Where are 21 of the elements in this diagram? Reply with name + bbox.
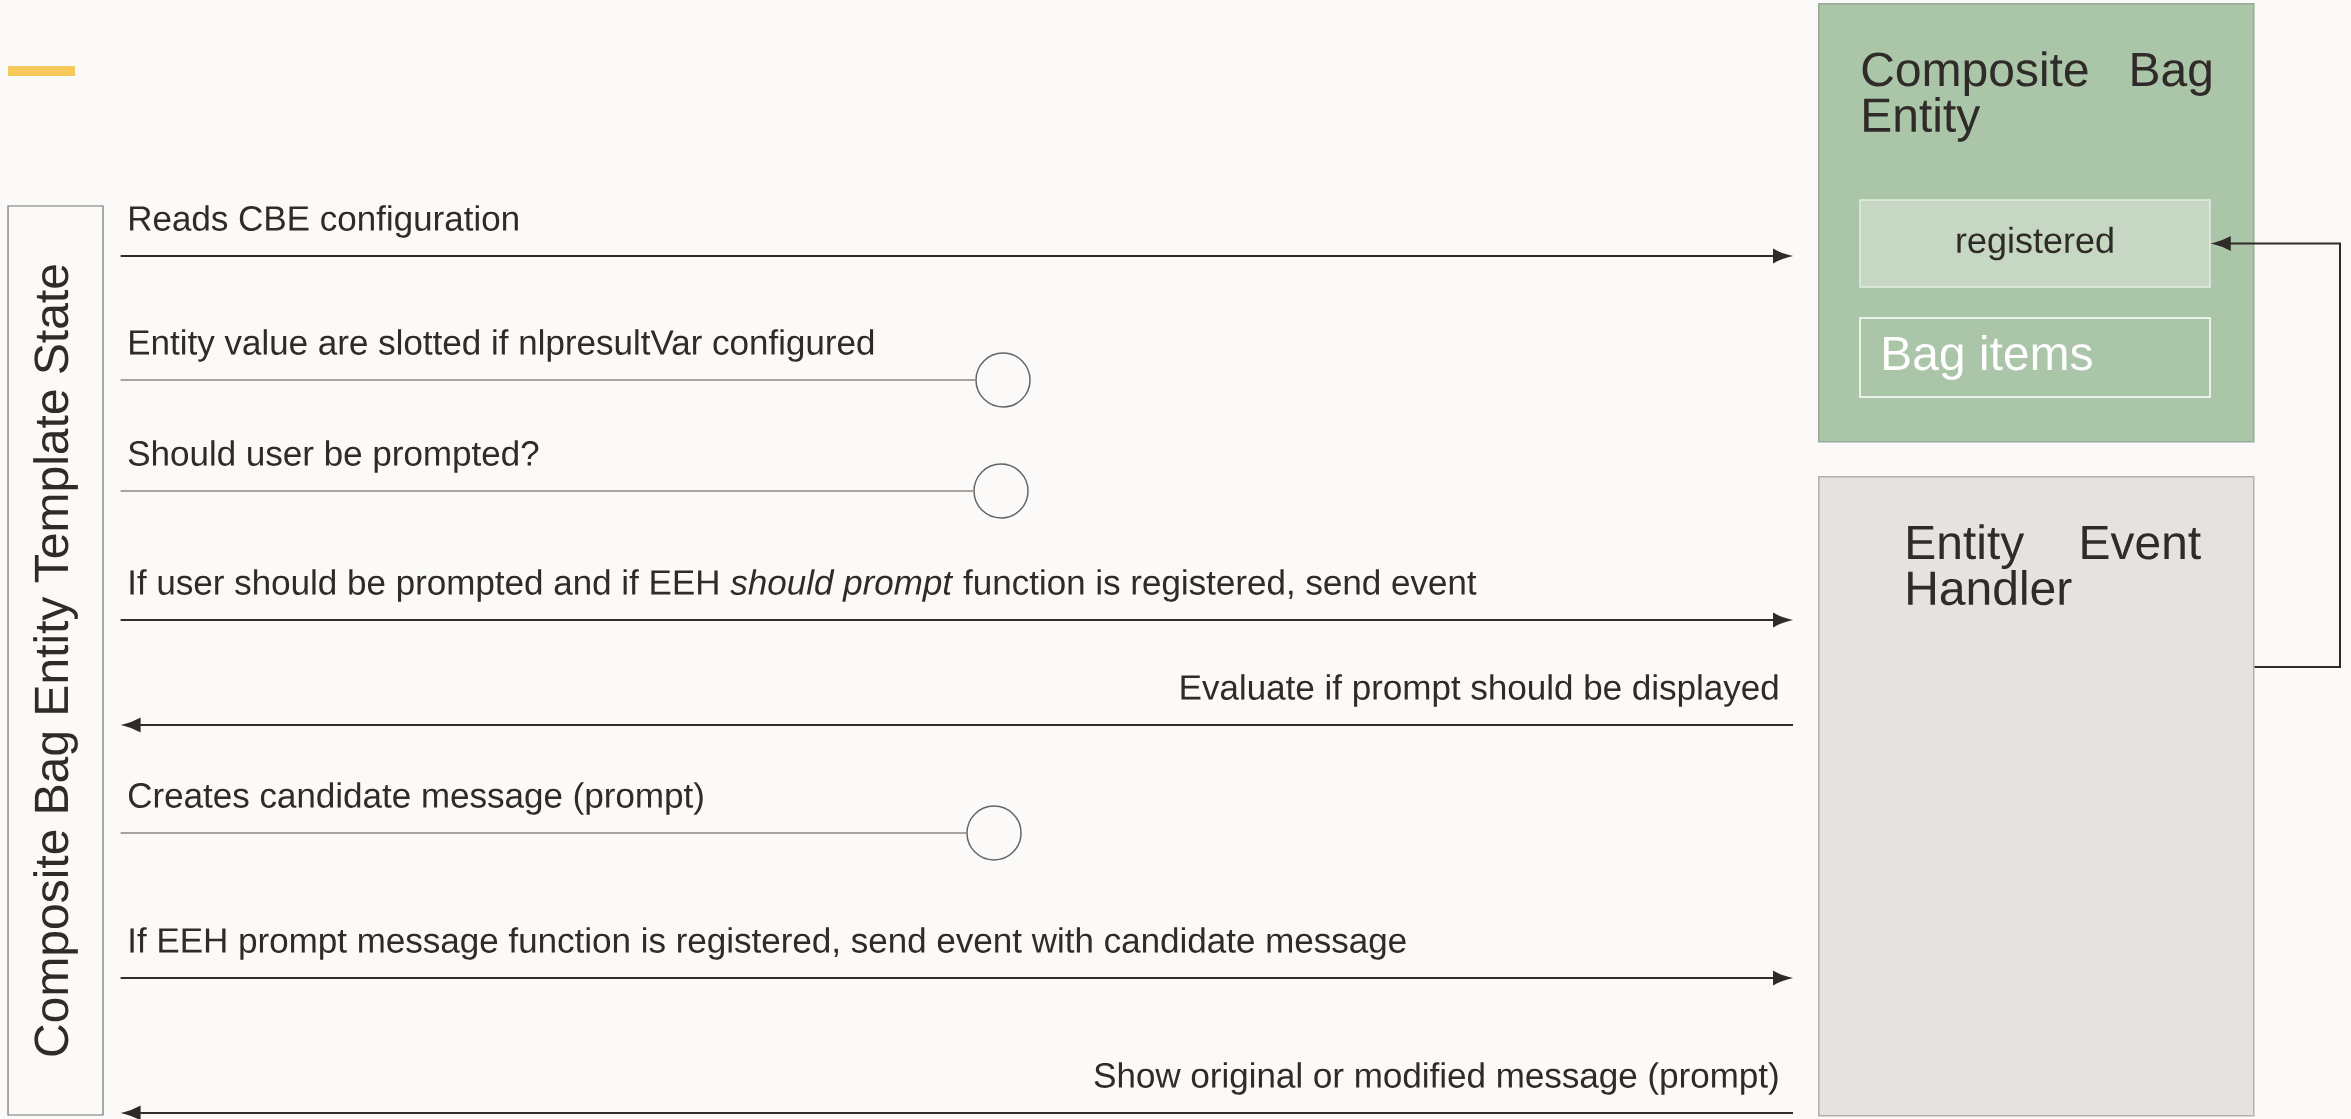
circle — [975, 352, 1031, 408]
registered-box: registered — [1859, 199, 2211, 288]
arrow — [119, 249, 1790, 263]
edge-label: Entity value are slotted if nlpresultVar configured — [130, 329, 874, 362]
edge-label: If EEH prompt message function is registered, send event with candidate message — [130, 927, 1406, 960]
arrow — [2213, 236, 2341, 668]
arrow — [119, 971, 1790, 985]
state-band: Composite Bag Entity Template State — [7, 205, 104, 1116]
edge-label: Should user be prompted? — [128, 440, 539, 473]
edge-label: Reads CBE configuration — [130, 205, 518, 238]
edge-label: Show original or modified message (prompt) — [1094, 1062, 1778, 1095]
arrow — [123, 1106, 1794, 1119]
edge-label: Creates candidate message (prompt) — [129, 782, 703, 815]
event-handler-box: Entity Event Handler — [1818, 476, 2255, 1117]
arrow — [119, 613, 1790, 627]
circle — [973, 463, 1029, 519]
arrow — [123, 718, 1794, 732]
edge-label: If user should be prompted and if EEH should prompt function is registered, send event — [130, 569, 1477, 602]
edge-label: Evaluate if prompt should be displayed — [1181, 674, 1778, 707]
bag-items-box: Bag items — [1859, 317, 2211, 398]
circle — [966, 805, 1022, 861]
